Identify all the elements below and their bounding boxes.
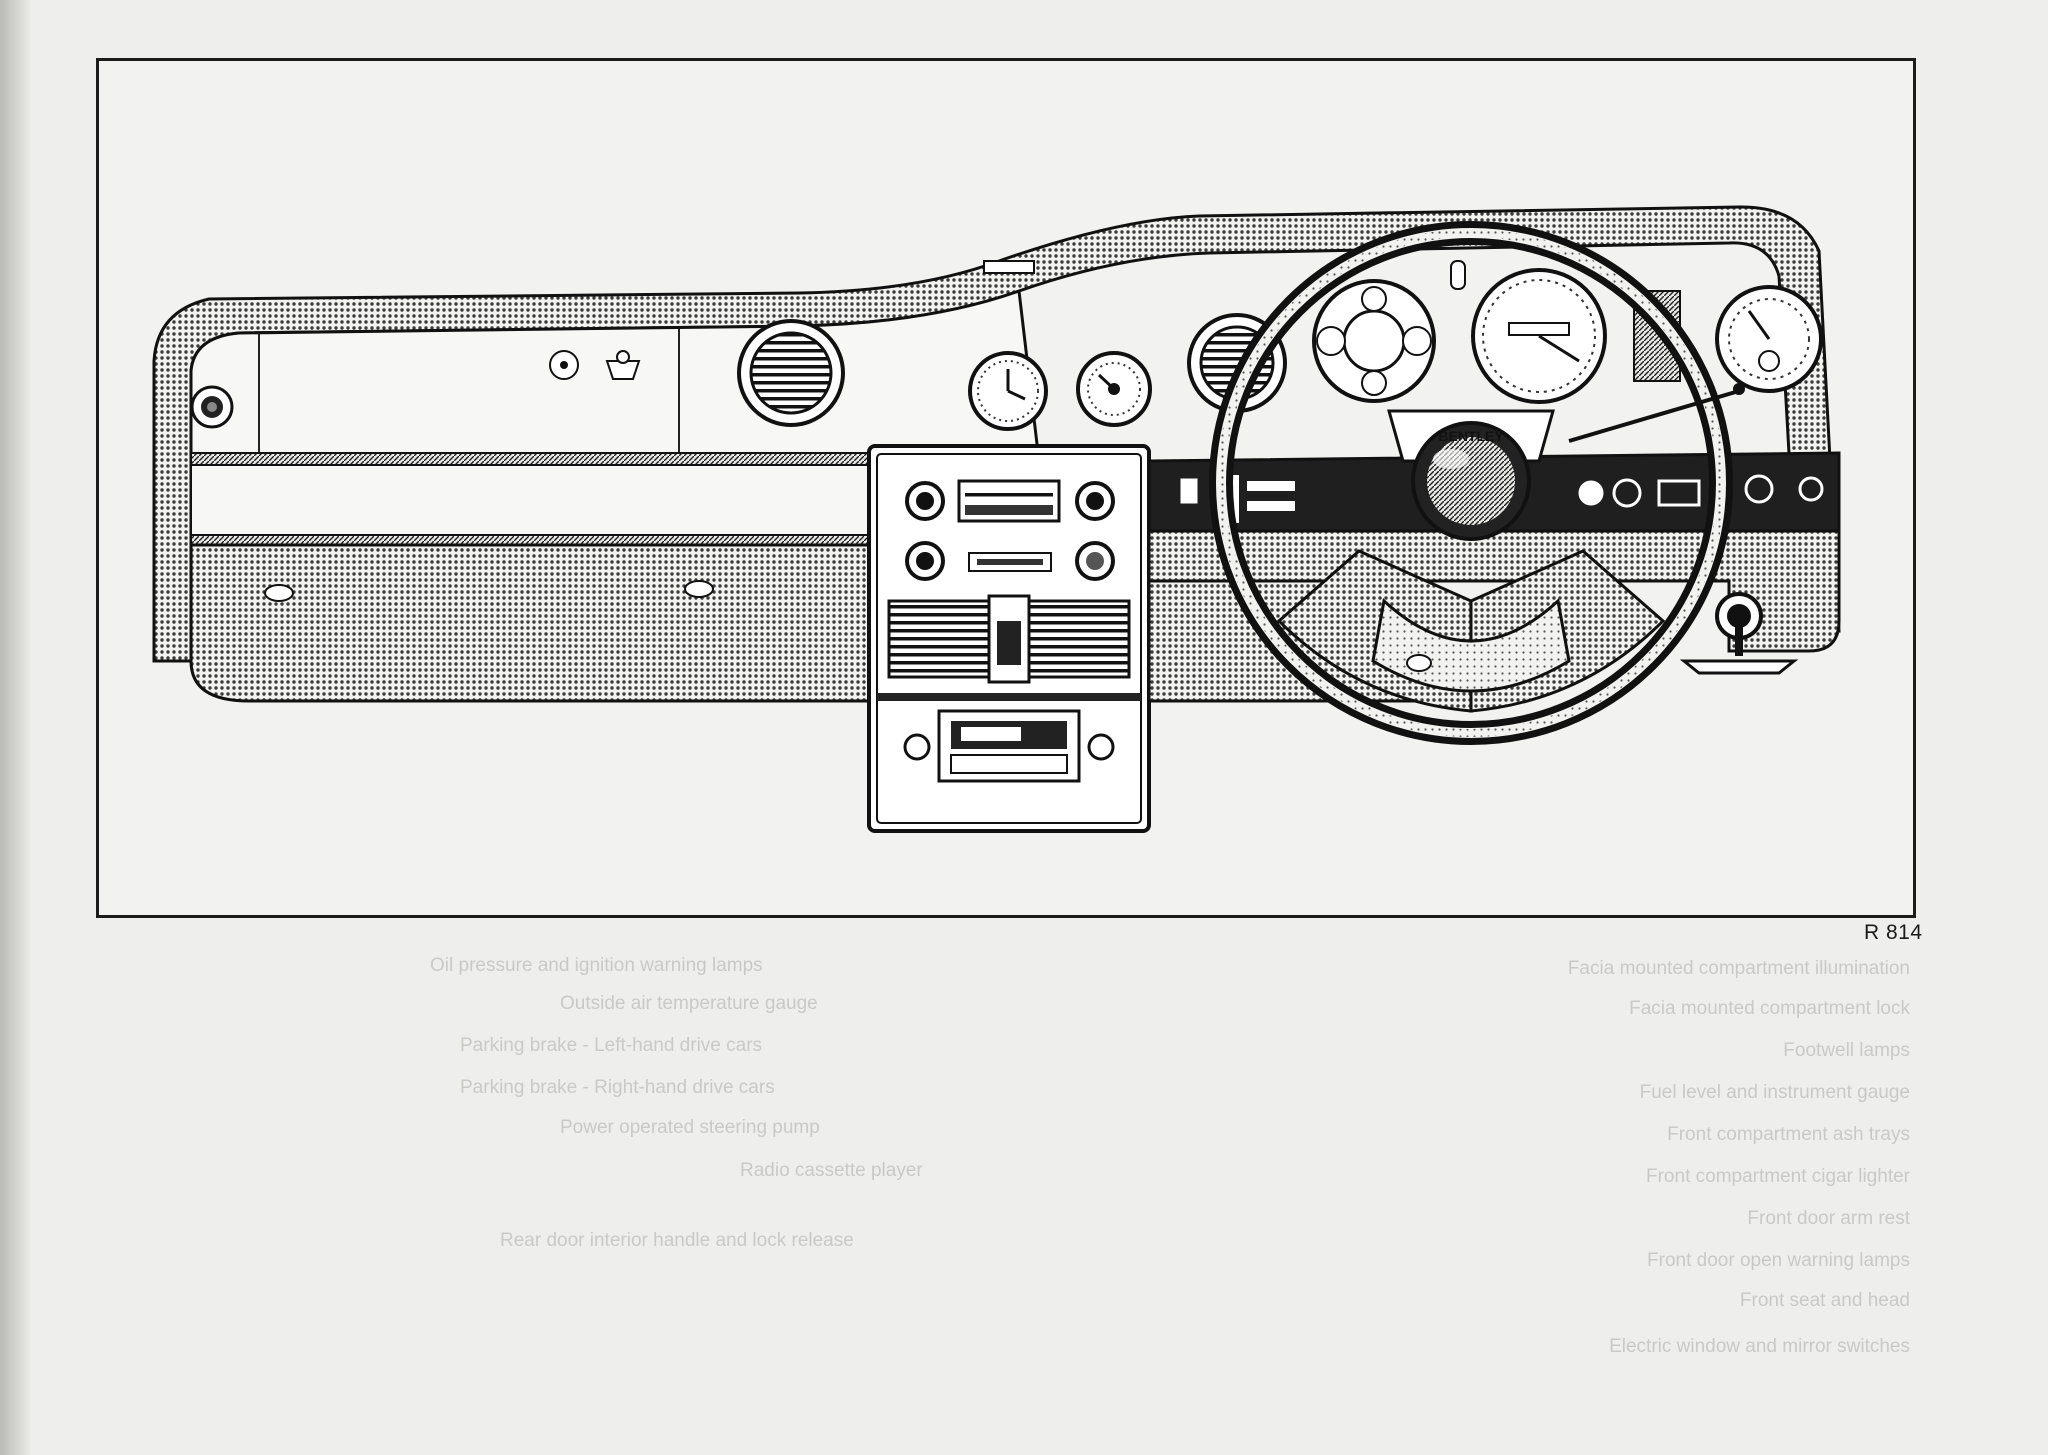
tachometer-gauge — [1715, 285, 1823, 393]
index-entry: Radio cassette player — [740, 1160, 923, 1181]
cassette-player[interactable] — [937, 709, 1081, 783]
dashboard-illustration: BENTLEY — [152, 205, 1841, 833]
glovebox-release-handle-icon[interactable] — [605, 350, 641, 380]
glovebox-lock-left-icon[interactable] — [264, 584, 294, 602]
index-entry: Oil pressure and ignition warning lamps — [430, 955, 763, 976]
index-entry: Front door open warning lamps — [1647, 1250, 1910, 1271]
ash-tray-icon[interactable] — [987, 594, 1031, 684]
centre-air-vent-left[interactable] — [737, 319, 845, 427]
left-side-air-vent[interactable] — [190, 385, 234, 429]
speedometer-gauge — [1471, 268, 1607, 404]
index-entry: Front seat and head — [1739, 1290, 1910, 1311]
radio-unit[interactable] — [957, 479, 1061, 523]
index-entry: Front compartment ash trays — [1667, 1124, 1910, 1145]
index-entry: Rear door interior handle and lock relea… — [500, 1230, 854, 1251]
clock-gauge-icon — [968, 351, 1048, 431]
index-entry: Electric window and mirror switches — [1609, 1336, 1910, 1357]
switch-bank-right[interactable] — [1578, 474, 1824, 508]
index-entry: Front compartment cigar lighter — [1646, 1166, 1910, 1187]
book-gutter-shadow — [0, 0, 30, 1455]
index-entry: Parking brake - Left-hand drive cars — [460, 1035, 763, 1056]
cassette-left-knob-icon[interactable] — [903, 733, 931, 761]
steering-column-lock-icon[interactable] — [1406, 654, 1432, 672]
windscreen-demister-vent — [983, 260, 1035, 274]
glovebox-lock-right-icon[interactable] — [684, 580, 714, 598]
gear-selector-lever[interactable] — [1568, 383, 1745, 443]
horn-pad-hub[interactable] — [1387, 409, 1555, 541]
cassette-right-knob-icon[interactable] — [1087, 733, 1115, 761]
index-entry: Parking brake - Right-hand drive cars — [460, 1077, 775, 1098]
fuel-oil-gauge-cluster — [1312, 279, 1436, 403]
dashboard-illustration-frame: BENTLEY — [96, 58, 1916, 918]
index-entry: Facia mounted compartment lock — [1629, 998, 1910, 1019]
console-divider — [877, 693, 1141, 701]
index-entry: Outside air temperature gauge — [560, 993, 818, 1014]
index-entry: Fuel level and instrument gauge — [1639, 1082, 1910, 1103]
ignition-key-icon[interactable] — [1679, 592, 1799, 675]
index-entry: Front door arm rest — [1747, 1208, 1910, 1229]
lower-knee-roll — [189, 543, 963, 703]
outside-temperature-gauge-icon — [1076, 351, 1152, 427]
figure-reference-label: R 814 — [1864, 921, 1923, 944]
index-entry: Footwell lamps — [1783, 1040, 1910, 1061]
index-entry: Facia mounted compartment illumination — [1567, 958, 1910, 979]
glovebox-key-lock-icon[interactable] — [549, 350, 579, 380]
index-entry: Power operated steering pump — [560, 1117, 820, 1138]
steering-wheel-badge: BENTLEY — [1438, 428, 1504, 444]
